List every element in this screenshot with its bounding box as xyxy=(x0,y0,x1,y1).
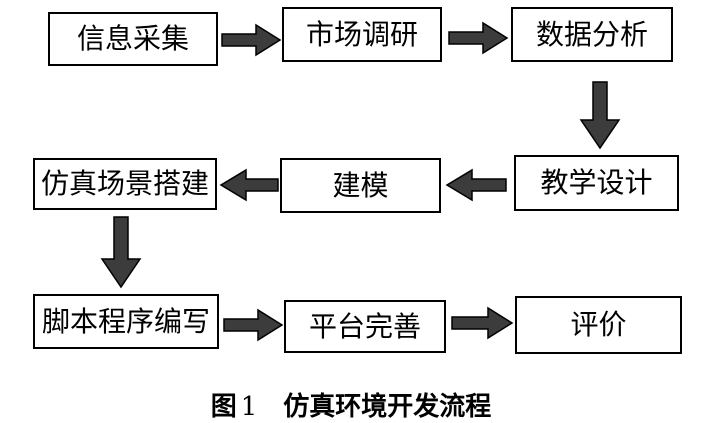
step-label: 评价 xyxy=(570,308,627,341)
caption-title: 仿真环境开发流程 xyxy=(283,392,492,422)
arrow-down-icon xyxy=(579,81,621,150)
caption-figure-number: 1 xyxy=(240,392,258,422)
step-label: 平台完善 xyxy=(308,309,421,343)
arrow-down-icon xyxy=(100,216,142,289)
arrow-right-icon xyxy=(223,308,284,342)
arrow-right-icon xyxy=(448,21,509,55)
step-label: 建模 xyxy=(332,168,389,202)
arrow-left-icon xyxy=(445,168,507,202)
step-teaching-design: 教学设计 xyxy=(514,155,679,211)
step-data-analysis: 数据分析 xyxy=(511,7,673,62)
caption-figure-label: 图 xyxy=(210,392,237,422)
arrow-right-icon xyxy=(451,306,514,340)
step-label: 市场调研 xyxy=(305,17,418,51)
arrow-right-icon xyxy=(221,23,282,57)
step-label: 数据分析 xyxy=(535,17,648,51)
step-script-writing: 脚本程序编写 xyxy=(33,294,219,349)
step-scene-building: 仿真场景搭建 xyxy=(33,158,217,210)
step-market-research: 市场调研 xyxy=(282,7,442,62)
step-label: 教学设计 xyxy=(540,166,653,199)
step-platform-refine: 平台完善 xyxy=(284,300,446,353)
step-modeling: 建模 xyxy=(280,158,441,213)
step-label: 脚本程序编写 xyxy=(41,304,210,338)
arrow-left-icon xyxy=(219,168,279,202)
step-label: 仿真场景搭建 xyxy=(40,167,209,200)
step-info-collection: 信息采集 xyxy=(48,12,218,66)
step-label: 信息采集 xyxy=(76,22,189,55)
step-evaluation: 评价 xyxy=(515,296,682,354)
